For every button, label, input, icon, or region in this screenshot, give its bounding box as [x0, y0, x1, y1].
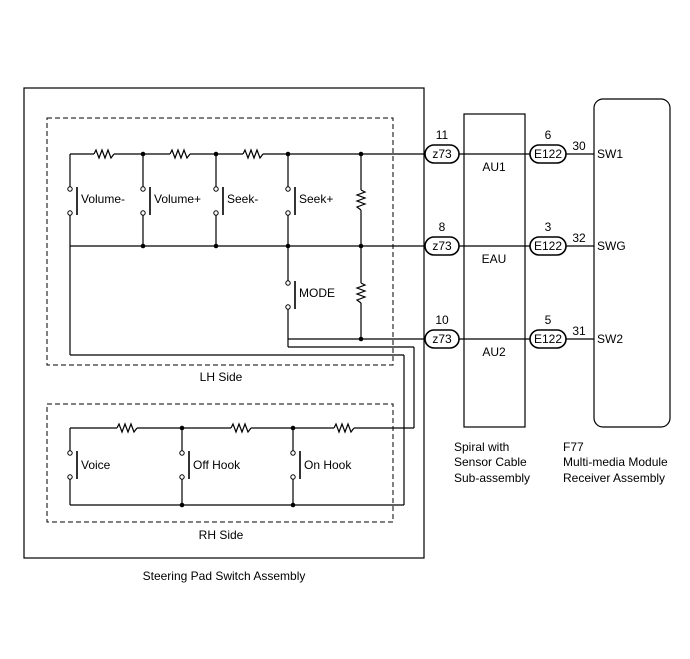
lh-side-frame	[46, 117, 394, 366]
connector-e122-3-label: E122	[534, 332, 562, 346]
receiver-signal-2: SWG	[597, 239, 626, 253]
receiver-pin-3: 31	[572, 324, 586, 338]
receiver-box	[593, 98, 671, 428]
switch-off-hook-label: Off Hook	[193, 458, 241, 472]
switch-on-hook-label: On Hook	[304, 458, 352, 472]
connector-e122-2	[529, 236, 567, 256]
line-row-2: z73 8 EAU E122 3 32 SWG	[424, 220, 626, 266]
connector-z73-3-label: z73	[432, 332, 452, 346]
switch-seek-plus: Seek+	[285, 186, 333, 216]
harness-lines	[459, 153, 594, 340]
lh-side-label: LH Side	[200, 370, 243, 384]
switch-voice: Voice	[67, 450, 111, 480]
connector-e122-1-label: E122	[534, 147, 562, 161]
receiver-signal-1: SW1	[597, 147, 623, 161]
spiral-signal-2: EAU	[482, 252, 507, 266]
spiral-cable-caption-line-3: Sub-assembly	[454, 471, 530, 485]
switch-seek-plus-label: Seek+	[299, 192, 333, 206]
receiver-signal-3: SW2	[597, 332, 623, 346]
switch-voice-label: Voice	[81, 458, 111, 472]
z73-pin-3: 10	[435, 313, 449, 327]
switch-seek-minus-label: Seek-	[227, 192, 258, 206]
switch-mode: MODE	[285, 280, 335, 310]
receiver-caption-line-2: Multi-media Module	[563, 455, 668, 469]
line-row-3: z73 10 AU2 E122 5 31 SW2	[424, 313, 623, 359]
e122-pin-3: 5	[545, 313, 552, 327]
connector-e122-1	[529, 144, 567, 164]
rh-side-label: RH Side	[199, 528, 244, 542]
receiver-pin-2: 32	[572, 231, 586, 245]
receiver-caption-line-3: Receiver Assembly	[563, 471, 665, 485]
steering-pad-assembly-box	[23, 87, 425, 559]
z73-pin-2: 8	[439, 220, 446, 234]
spiral-cable-caption-line-2: Sensor Cable	[454, 455, 527, 469]
switch-volume-plus: Volume+	[140, 186, 201, 216]
spiral-cable-box	[463, 113, 526, 428]
receiver-caption: F77 Multi-media Module Receiver Assembly	[563, 440, 668, 485]
connector-e122-3	[529, 329, 567, 349]
spiral-cable-caption-line-1: Spiral with	[454, 440, 509, 454]
switch-volume-minus-label: Volume-	[81, 192, 125, 206]
switch-on-hook: On Hook	[290, 450, 352, 480]
rh-side-frame	[46, 403, 394, 523]
switch-mode-label: MODE	[299, 286, 335, 300]
rh-junctions	[179, 425, 296, 508]
lh-junctions	[140, 151, 364, 342]
spiral-signal-3: AU2	[482, 345, 506, 359]
connector-e122-2-label: E122	[534, 239, 562, 253]
steering-pad-assembly-label: Steering Pad Switch Assembly	[143, 569, 306, 583]
spiral-cable-caption: Spiral with Sensor Cable Sub-assembly	[454, 440, 530, 485]
e122-pin-2: 3	[545, 220, 552, 234]
connector-z73-2	[424, 236, 460, 256]
rh-wiring	[69, 422, 414, 506]
connector-z73-3	[424, 329, 460, 349]
connector-z73-1-label: z73	[432, 147, 452, 161]
line-row-1: z73 11 AU1 E122 6 30 SW1	[424, 128, 623, 174]
receiver-pin-1: 30	[572, 139, 586, 153]
switch-volume-minus: Volume-	[67, 186, 125, 216]
receiver-caption-line-1: F77	[563, 440, 584, 454]
spiral-signal-1: AU1	[482, 160, 506, 174]
z73-pin-1: 11	[436, 128, 449, 142]
switch-off-hook: Off Hook	[179, 450, 241, 480]
switch-volume-plus-label: Volume+	[154, 192, 201, 206]
connector-z73-1	[424, 144, 460, 164]
e122-pin-1: 6	[545, 128, 552, 142]
connector-z73-2-label: z73	[432, 239, 452, 253]
switch-seek-minus: Seek-	[213, 186, 258, 216]
